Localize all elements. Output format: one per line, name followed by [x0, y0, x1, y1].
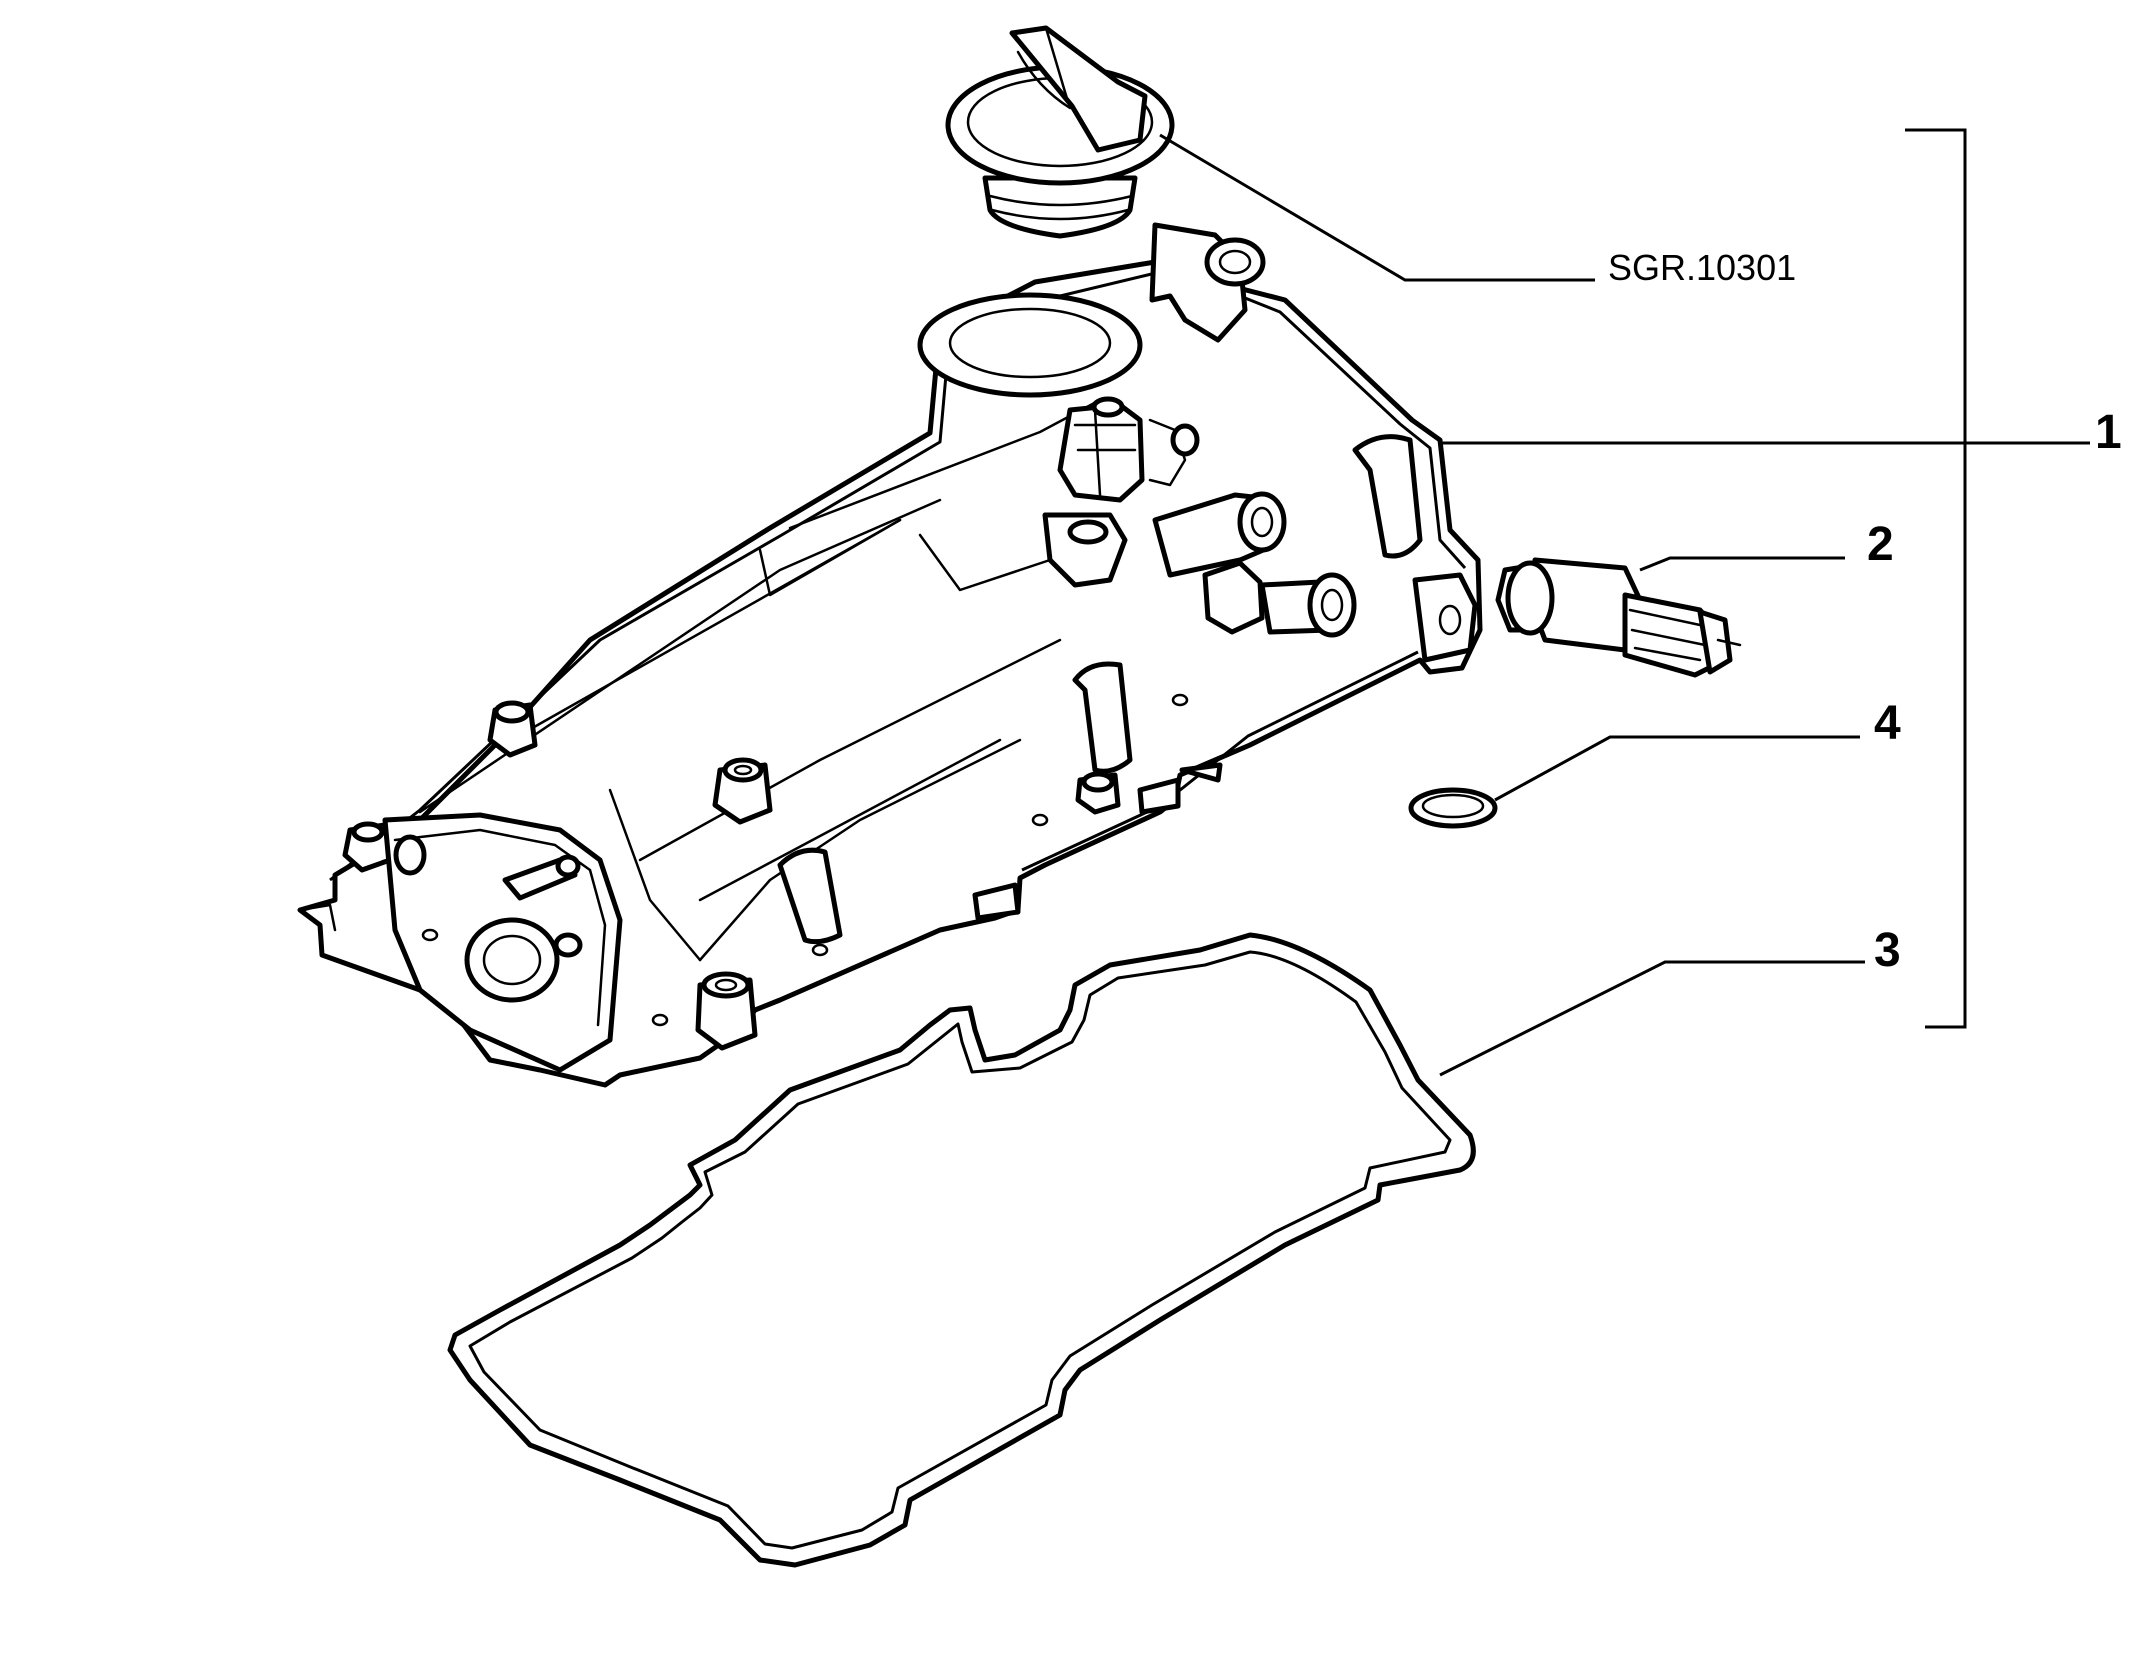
seal-ring	[1408, 787, 1498, 829]
callout-label-3: 3	[1874, 924, 1901, 977]
leader-line-ref	[1159, 133, 1595, 282]
leader-line-4	[1494, 735, 1860, 802]
leader-line-2	[1639, 556, 1845, 572]
gasket	[447, 932, 1476, 1568]
reference-code-label: SGR.10301	[1608, 247, 1796, 288]
oil-filler-cap	[945, 25, 1175, 239]
sensor	[1495, 557, 1742, 678]
leader-line-3	[1439, 960, 1865, 1077]
callout-label-1: 1	[2095, 406, 2122, 459]
callout-label-4: 4	[1874, 697, 1901, 750]
callout-label-2: 2	[1867, 518, 1894, 571]
group-bracket	[1905, 128, 1967, 1029]
cylinder-head-cover	[297, 222, 1483, 1088]
